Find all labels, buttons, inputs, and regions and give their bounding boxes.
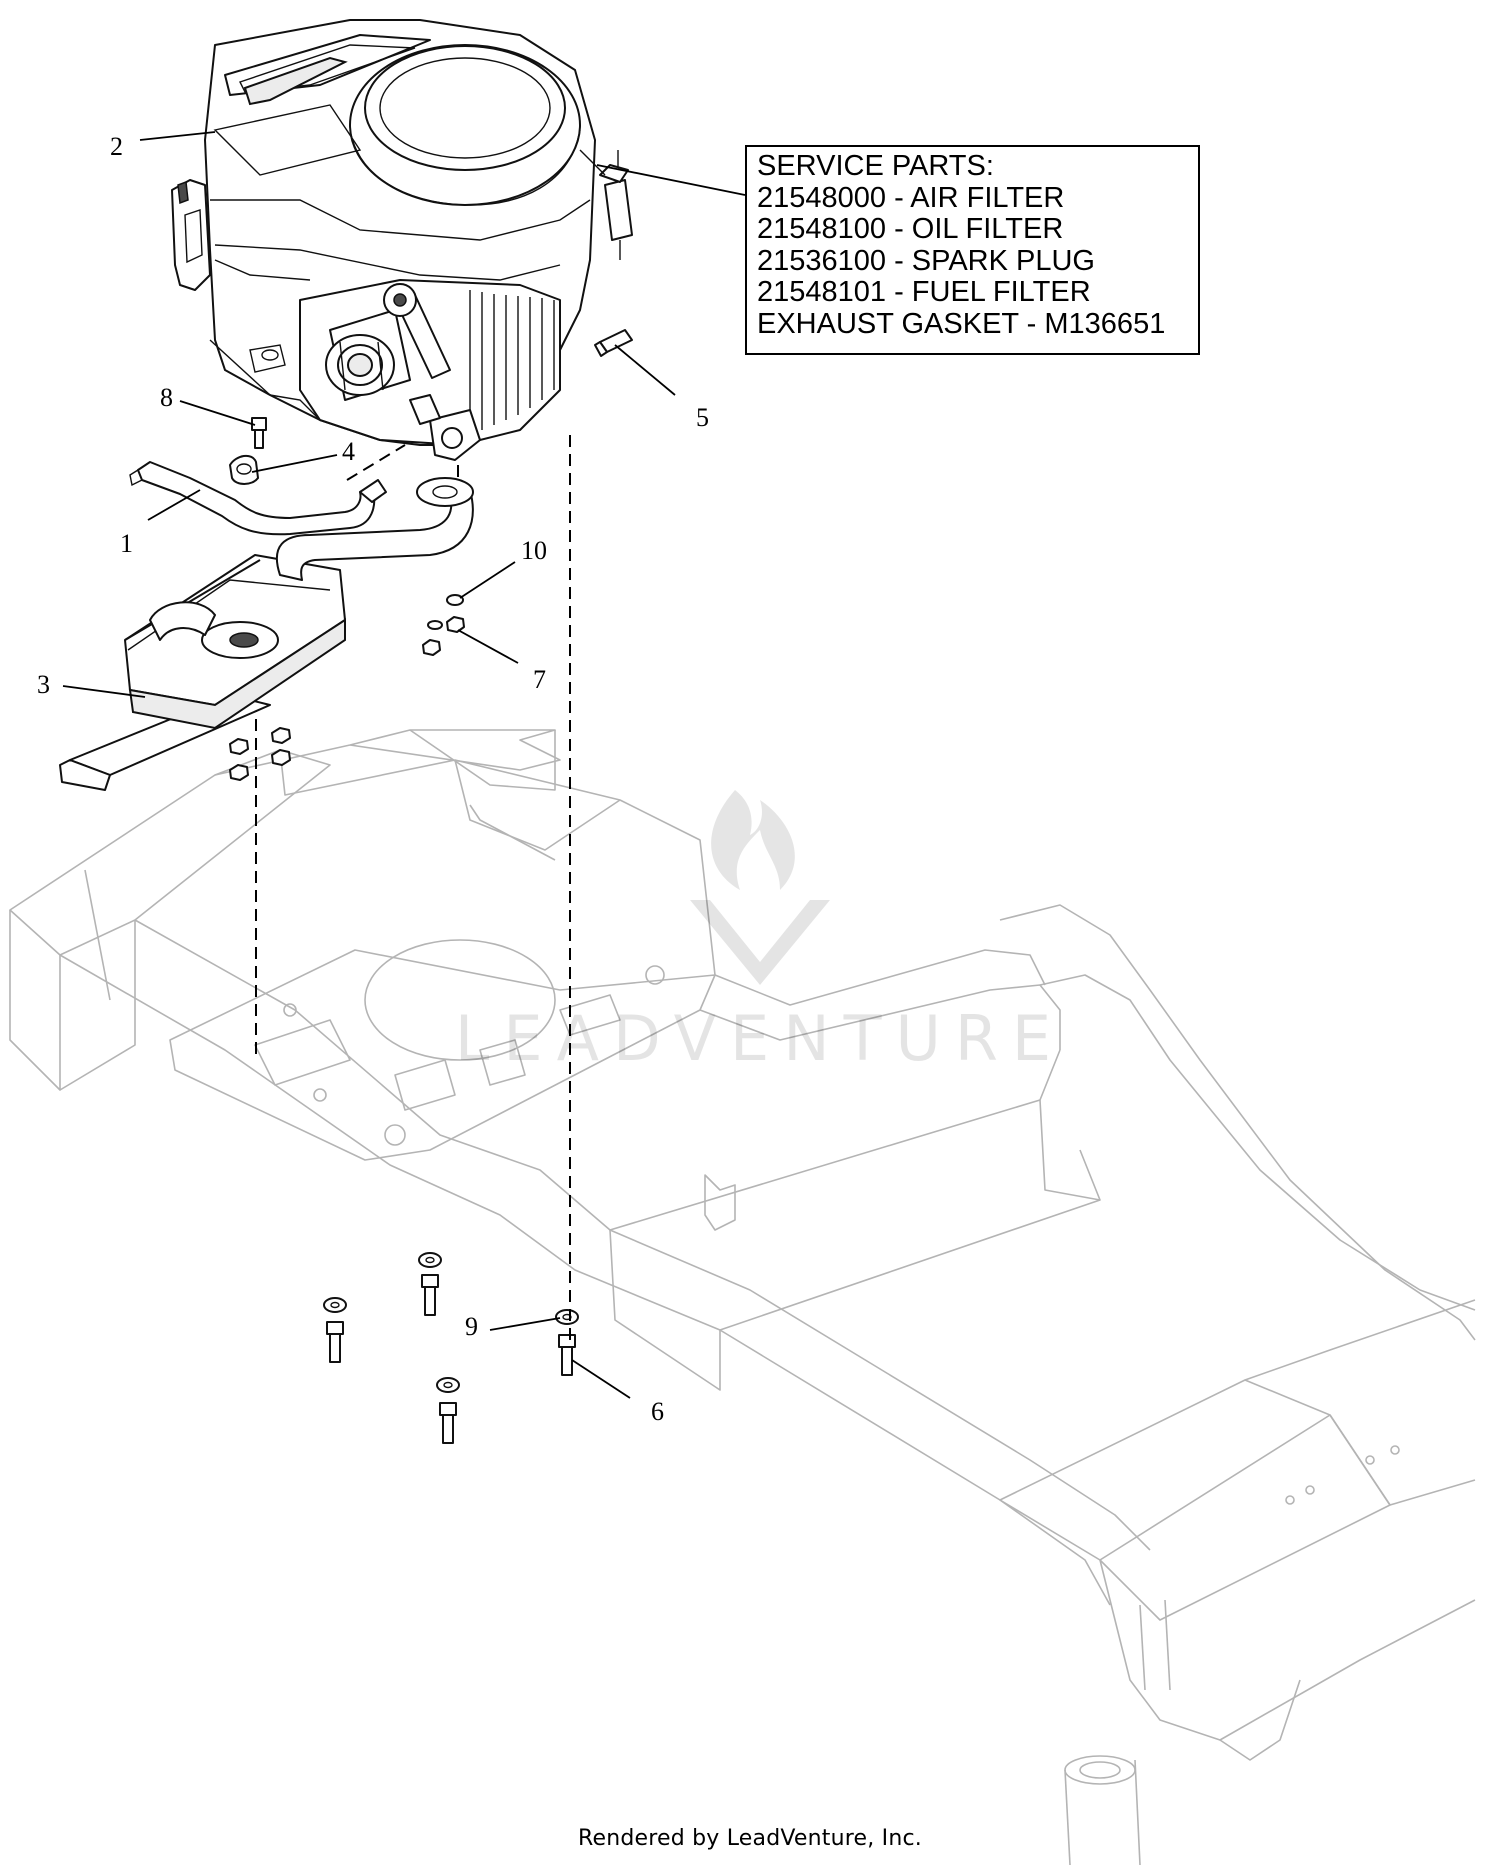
frame-hardware — [323, 1252, 579, 1444]
washer-item-9 — [555, 1309, 579, 1325]
bolt — [439, 1402, 457, 1444]
service-part-line: 21548100 - OIL FILTER — [757, 213, 1064, 245]
oil-filter — [325, 309, 411, 401]
service-part-line: 21548101 - FUEL FILTER — [757, 276, 1091, 308]
exhaust-nuts — [422, 594, 465, 656]
fuel-hose — [129, 461, 387, 536]
engine-bolt-item-5 — [594, 329, 633, 357]
callout-1: 1 — [120, 529, 133, 558]
fuel-fitting — [251, 417, 267, 449]
bolt — [421, 1274, 439, 1316]
washer — [323, 1297, 347, 1313]
service-parts-title: SERVICE PARTS: — [757, 150, 994, 182]
washer — [418, 1252, 442, 1268]
hose-clamp — [229, 454, 259, 485]
dipstick — [383, 283, 451, 379]
mower-frame — [9, 729, 1476, 1865]
callout-3: 3 — [37, 670, 50, 699]
bolt — [326, 1321, 344, 1363]
muffler-nuts — [229, 727, 291, 781]
washer — [436, 1377, 460, 1393]
callout-5: 5 — [696, 403, 709, 432]
callout-4: 4 — [342, 437, 355, 466]
callout-2: 2 — [110, 132, 123, 161]
bolt-item-6 — [558, 1334, 576, 1376]
service-parts-box: SERVICE PARTS: 21548000 - AIR FILTER 215… — [745, 145, 1200, 355]
cooling-fins — [469, 290, 555, 430]
service-part-line: EXHAUST GASKET - M136651 — [757, 307, 1166, 340]
engine — [171, 19, 633, 461]
service-part-line: 21548000 - AIR FILTER — [757, 181, 1065, 214]
callout-7: 7 — [533, 665, 546, 694]
callout-8: 8 — [160, 383, 173, 412]
muffler — [59, 477, 474, 791]
service-part-line: 21536100 - SPARK PLUG — [757, 244, 1095, 277]
footer-credit: Rendered by LeadVenture, Inc. — [578, 1826, 922, 1851]
callout-10: 10 — [521, 536, 547, 565]
callout-9: 9 — [465, 1312, 478, 1341]
callout-6: 6 — [651, 1397, 664, 1426]
callouts: 1 2 3 4 5 6 7 8 9 10 — [37, 132, 709, 1426]
leader-lines — [62, 131, 746, 1399]
